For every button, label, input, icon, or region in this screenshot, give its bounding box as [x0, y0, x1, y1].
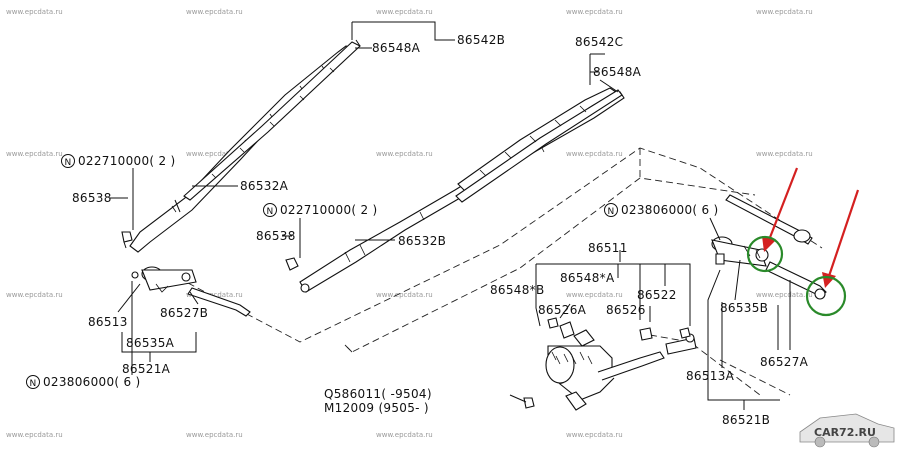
- part-label-86532A: 86532A: [240, 179, 289, 193]
- motor-linkage: [547, 317, 697, 355]
- n-marker-letter: N: [65, 158, 72, 168]
- watermark: www.epcdata.ru: [566, 291, 623, 299]
- watermark: www.epcdata.ru: [6, 291, 63, 299]
- part-label-86532B: 86532B: [398, 234, 446, 248]
- logo-text: CAR72.RU: [814, 426, 876, 439]
- watermark: www.epcdata.ru: [756, 291, 813, 299]
- watermark: www.epcdata.ru: [376, 291, 433, 299]
- part-label-86542B: 86542B: [457, 33, 505, 47]
- arrow-head-icon: [762, 236, 776, 252]
- watermark: www.epcdata.ru: [566, 150, 623, 158]
- part-label-Q586011: Q586011( -9504): [324, 387, 432, 401]
- n-marker-icon: [26, 375, 40, 389]
- middle-wiper-blade: [455, 79, 623, 203]
- dashed-outline: [187, 147, 823, 396]
- site-logo: CAR72.RU: [799, 413, 895, 448]
- part-label-86527A: 86527A: [760, 355, 809, 369]
- part-label-022710000: 022710000( 2 ): [78, 154, 176, 168]
- n-marker-letter: N: [267, 207, 274, 217]
- part-label-86513: 86513: [88, 315, 128, 329]
- part-label-86542C: 86542C: [575, 35, 623, 49]
- part-label-86526A: 86526A: [538, 303, 587, 317]
- watermark: www.epcdata.ru: [376, 8, 433, 16]
- n-marker-icon: [61, 154, 75, 168]
- green-highlight-circle: [805, 275, 847, 317]
- wheel-icon: [868, 436, 880, 448]
- part-label-86548A: 86548A: [593, 65, 642, 79]
- part-label-86521A: 86521A: [122, 362, 171, 376]
- watermark: www.epcdata.ru: [186, 431, 243, 439]
- part-labels: 86542B 86548A 86542C 86548A N 022710000(…: [26, 33, 809, 427]
- part-label-023806000: 023806000( 6 ): [43, 375, 141, 389]
- watermark: www.epcdata.ru: [756, 150, 813, 158]
- part-label-022710000: 022710000( 2 ): [280, 203, 378, 217]
- part-label-86513A: 86513A: [686, 369, 735, 383]
- red-arrow-icon: [827, 189, 860, 277]
- part-label-86522: 86522: [637, 288, 677, 302]
- part-label-86535B: 86535B: [720, 301, 768, 315]
- watermark: www.epcdata.ru: [186, 8, 243, 16]
- watermark: www.epcdata.ru: [376, 150, 433, 158]
- green-highlight-circle: [746, 235, 784, 273]
- watermark: www.epcdata.ru: [756, 8, 813, 16]
- middle-bolt: [285, 257, 299, 271]
- wheel-icon: [814, 436, 826, 448]
- part-label-86511: 86511: [588, 241, 628, 255]
- watermark: www.epcdata.ru: [566, 8, 623, 16]
- part-label-86526: 86526: [606, 303, 646, 317]
- part-label-86538: 86538: [72, 191, 112, 205]
- part-label-86535A: 86535A: [126, 336, 175, 350]
- watermark-layer: www.epcdata.ru www.epcdata.ru www.epcdat…: [6, 8, 813, 439]
- arrow-head-icon: [822, 272, 836, 288]
- left-pivot-assembly: [121, 231, 251, 317]
- red-arrow-icon: [767, 167, 799, 241]
- part-label-86548-star-B: 86548*B: [490, 283, 545, 297]
- part-label-86548-star-A: 86548*A: [560, 271, 615, 285]
- n-marker-icon: [263, 203, 277, 217]
- part-label-86538: 86538: [256, 229, 296, 243]
- watermark: www.epcdata.ru: [566, 431, 623, 439]
- watermark: www.epcdata.ru: [186, 291, 243, 299]
- part-label-023806000: 023806000( 6 ): [621, 203, 719, 217]
- watermark: www.epcdata.ru: [186, 150, 243, 158]
- leader-lines: [110, 21, 791, 410]
- watermark: www.epcdata.ru: [6, 150, 63, 158]
- wiper-motor-assembly: [523, 329, 665, 411]
- watermark: www.epcdata.ru: [376, 431, 433, 439]
- part-label-86548A: 86548A: [372, 41, 421, 55]
- left-wiper-blade: [183, 39, 361, 201]
- n-marker-letter: N: [30, 379, 37, 389]
- watermark: www.epcdata.ru: [6, 431, 63, 439]
- n-marker-icon: [604, 203, 618, 217]
- highlight-annotations: [746, 167, 860, 317]
- right-pivot-assembly: [711, 194, 827, 300]
- watermark: www.epcdata.ru: [6, 8, 63, 16]
- n-marker-letter: N: [608, 207, 615, 217]
- part-label-M12009: M12009 (9505- ): [324, 401, 429, 415]
- part-label-86521B: 86521B: [722, 413, 770, 427]
- part-label-86527B: 86527B: [160, 306, 208, 320]
